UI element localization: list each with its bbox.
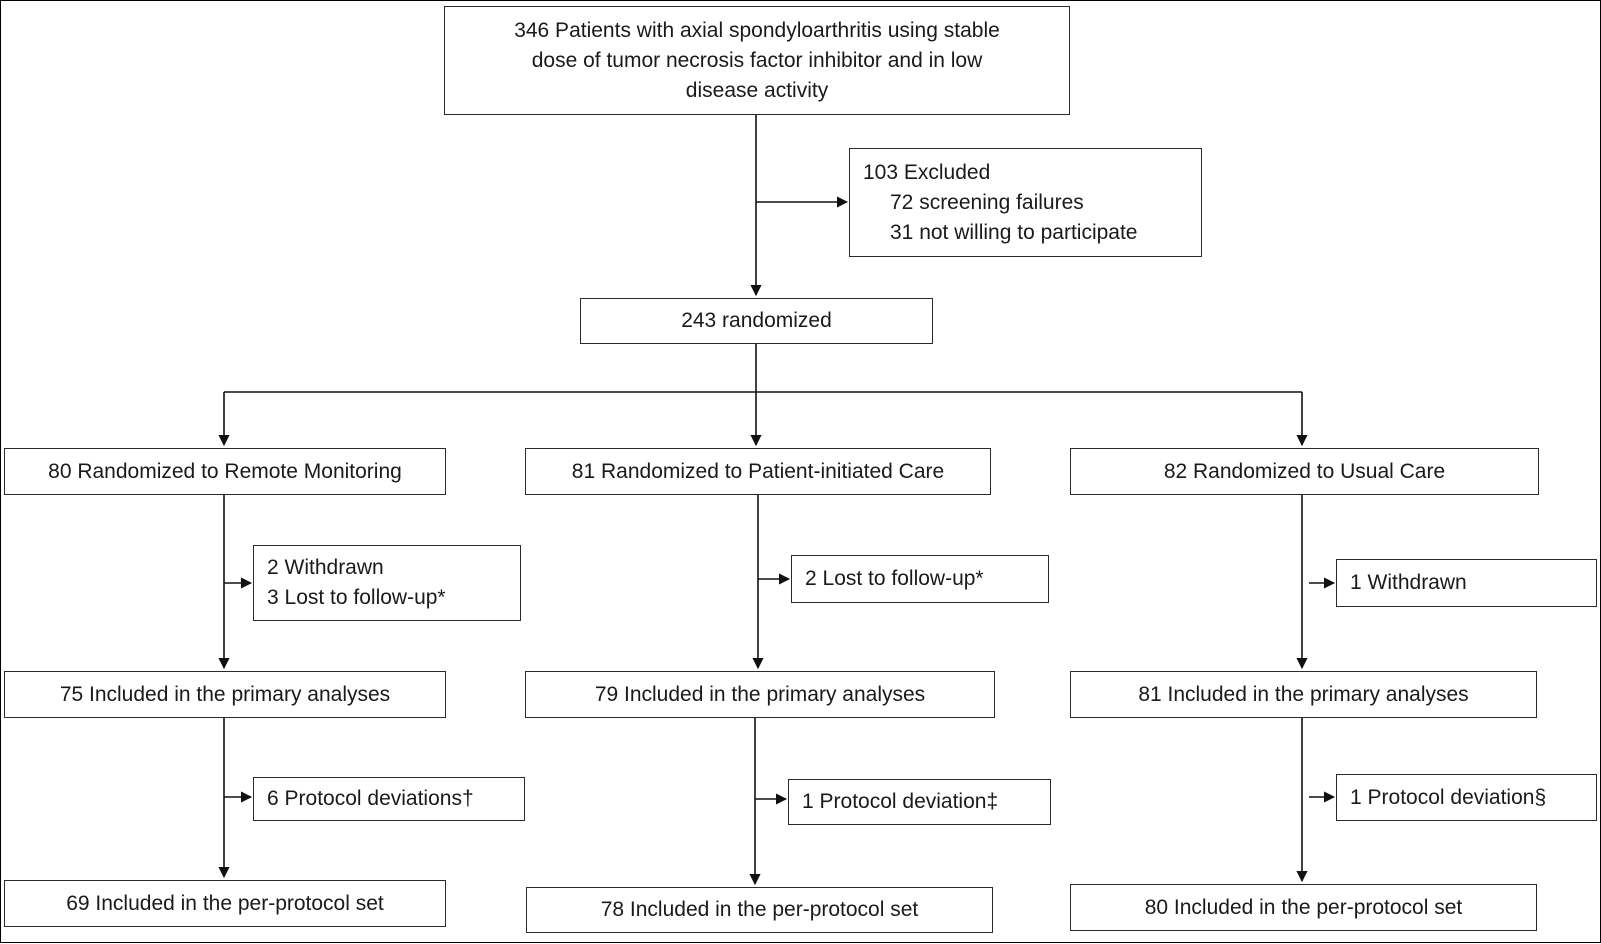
- arm2-per-protocol-box: 78 Included in the per-protocol set: [526, 887, 993, 933]
- arm2-primary-label: 79 Included in the primary analyses: [594, 682, 926, 706]
- arm3-allocation-box: 82 Randomized to Usual Care: [1070, 448, 1539, 495]
- arm1-deviation-box: 6 Protocol deviations†: [253, 777, 525, 821]
- arm2-allocation-box: 81 Randomized to Patient-initiated Care: [525, 448, 991, 495]
- arm3-primary-box: 81 Included in the primary analyses: [1070, 671, 1537, 718]
- arm3-allocation-label: 82 Randomized to Usual Care: [1163, 459, 1446, 483]
- arm1-per-protocol-label: 69 Included in the per-protocol set: [66, 891, 384, 915]
- arm2-allocation-label: 81 Randomized to Patient-initiated Care: [571, 459, 945, 483]
- arm1-per-protocol-box: 69 Included in the per-protocol set: [4, 880, 446, 927]
- arm1-attrition-item: 3 Lost to follow-up*: [267, 586, 446, 609]
- enrollment-line-2: dose of tumor necrosis factor inhibitor …: [531, 48, 983, 72]
- arm1-attrition-item: 2 Withdrawn: [267, 556, 384, 579]
- arm2-attrition-item: 2 Lost to follow-up*: [805, 567, 984, 590]
- excluded-box: 103 Excluded 72 screening failures 31 no…: [849, 148, 1202, 257]
- excluded-title: 103 Excluded: [863, 160, 991, 184]
- enrollment-box: 346 Patients with axial spondyloarthriti…: [444, 6, 1070, 115]
- arm3-primary-label: 81 Included in the primary analyses: [1138, 682, 1469, 706]
- arm2-deviation-box: 1 Protocol deviation‡: [788, 779, 1051, 825]
- arm3-attrition-item: 1 Withdrawn: [1350, 571, 1467, 594]
- arm2-primary-box: 79 Included in the primary analyses: [525, 671, 995, 718]
- enrollment-line-3: disease activity: [685, 78, 829, 102]
- arm2-per-protocol-label: 78 Included in the per-protocol set: [600, 898, 919, 921]
- arm2-attrition-box: 2 Lost to follow-up*: [791, 555, 1049, 603]
- enrollment-line-1: 346 Patients with axial spondyloarthriti…: [514, 18, 1000, 42]
- arm1-attrition-box: 2 Withdrawn 3 Lost to follow-up*: [253, 545, 521, 621]
- arm3-deviation-box: 1 Protocol deviation§: [1336, 774, 1597, 821]
- arm3-per-protocol-box: 80 Included in the per-protocol set: [1070, 884, 1537, 931]
- excluded-item: 31 not willing to participate: [890, 220, 1138, 244]
- arm1-deviation-label: 6 Protocol deviations†: [267, 787, 474, 810]
- arm3-deviation-label: 1 Protocol deviation§: [1350, 785, 1547, 809]
- arm2-deviation-label: 1 Protocol deviation‡: [802, 790, 999, 813]
- arm3-attrition-box: 1 Withdrawn: [1336, 559, 1597, 607]
- arm3-per-protocol-label: 80 Included in the per-protocol set: [1144, 895, 1463, 919]
- arm1-primary-box: 75 Included in the primary analyses: [4, 671, 446, 718]
- arm1-primary-label: 75 Included in the primary analyses: [59, 682, 391, 706]
- randomized-box: 243 randomized: [580, 298, 933, 344]
- excluded-item: 72 screening failures: [890, 190, 1084, 214]
- arm1-allocation-box: 80 Randomized to Remote Monitoring: [4, 448, 446, 495]
- arm1-allocation-label: 80 Randomized to Remote Monitoring: [48, 459, 402, 483]
- randomized-label: 243 randomized: [681, 309, 832, 332]
